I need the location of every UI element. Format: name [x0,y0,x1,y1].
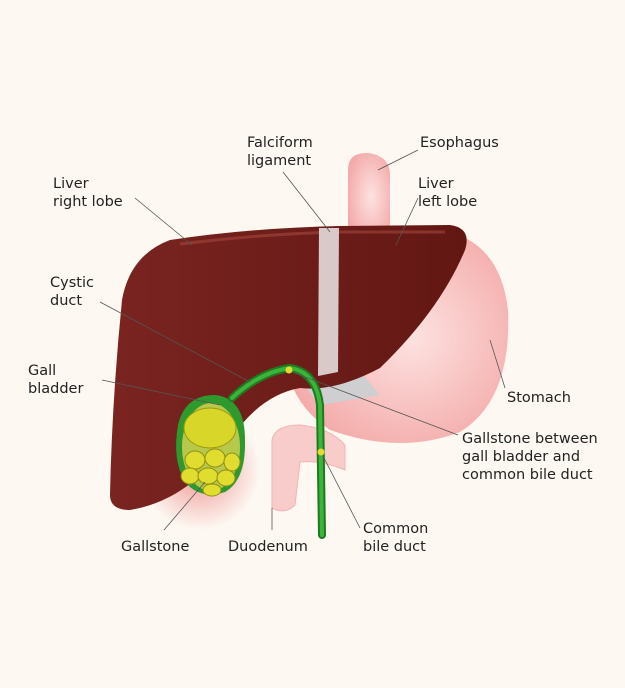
label-common-bile-duct: Common bile duct [363,521,433,555]
gallstone-in-duct [285,366,293,374]
label-cystic-duct: Cystic duct [50,275,99,309]
gallstones [180,448,241,497]
label-gall-bladder: Gall bladder [28,363,83,397]
label-gallstone-between: Gallstone between gall bladder and commo… [462,431,602,483]
esophagus [348,152,390,240]
label-esophagus: Esophagus [420,135,499,151]
label-liver-left-lobe: Liver left lobe [418,176,477,210]
gallstone-in-bile-duct [317,448,325,456]
label-stomach: Stomach [507,390,571,406]
leader-lines [99,149,506,531]
label-duodenum: Duodenum [228,539,308,555]
label-gallstone: Gallstone [121,539,189,555]
label-falciform-ligament: Falciform ligament [247,135,317,169]
falciform-ligament [318,228,339,376]
gallstone-large [183,407,237,449]
label-liver-right-lobe: Liver right lobe [53,176,123,210]
duodenum [271,424,346,512]
